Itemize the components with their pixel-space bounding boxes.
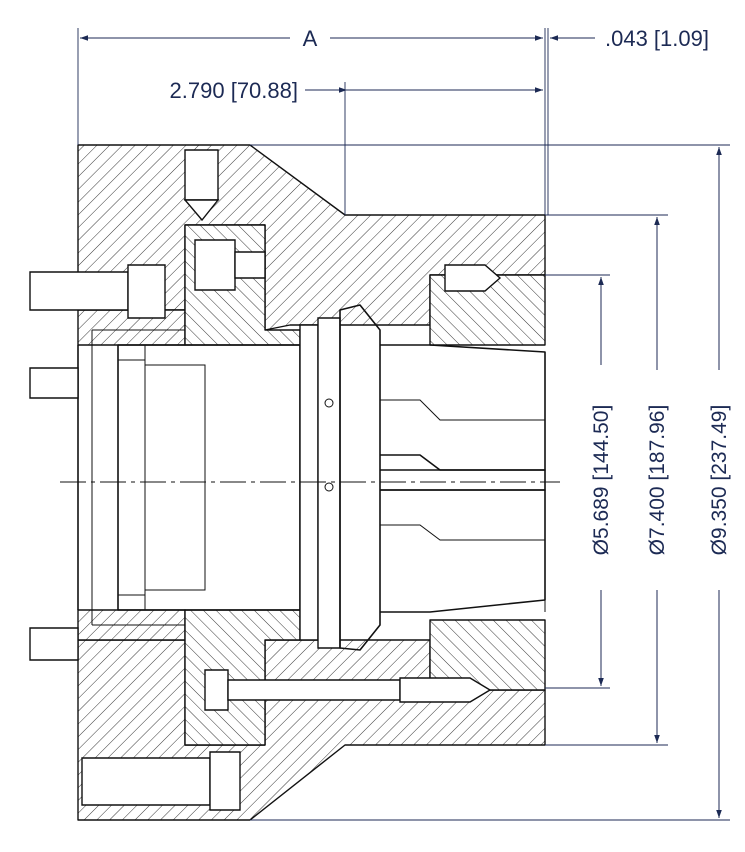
actuator-ring — [299, 317, 341, 649]
dim-overall-length: A — [303, 26, 318, 51]
dim-pilot-diameter: Ø7.400 [187.96] — [646, 405, 669, 556]
mounting-bolts — [29, 149, 502, 811]
dim-bore-diameter: Ø5.689 [144.50] — [590, 405, 613, 556]
dim-outer-diameter: Ø9.350 [237.49] — [708, 405, 731, 556]
dim-lip-offset: .043 [1.09] — [605, 26, 709, 51]
dim-depth: 2.790 [70.88] — [170, 78, 298, 103]
collet-segments — [339, 304, 546, 651]
dimension-lines — [77, 28, 730, 821]
drawtube-bore — [117, 344, 301, 611]
